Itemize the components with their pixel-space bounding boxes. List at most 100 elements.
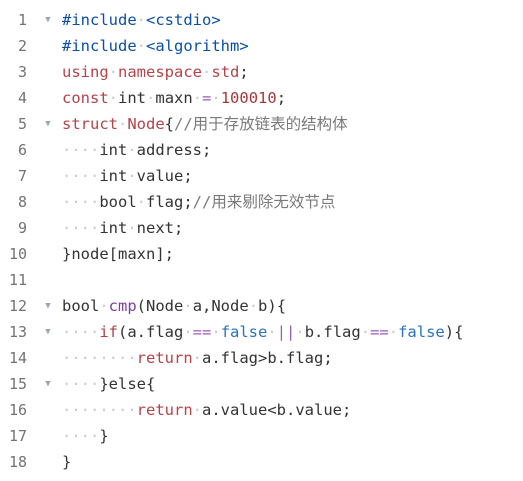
line-number: 14 (8, 349, 27, 367)
line-number: 6 (17, 141, 27, 159)
code-token: int (99, 167, 128, 185)
code-token: ){ (444, 323, 464, 341)
code-text: ····if(a.flag·==·false·||·b.flag·==·fals… (62, 319, 463, 345)
code-token: int (99, 219, 128, 237)
code-line[interactable]: 16 ········return·a.value<b.value; (0, 397, 523, 423)
code-token: a,Node (192, 297, 249, 315)
code-line[interactable]: 1▼#include·<cstdio> (0, 7, 523, 33)
whitespace-marker: ···· (62, 167, 100, 185)
code-token: value; (136, 167, 193, 185)
code-token: ; (276, 89, 287, 107)
code-line[interactable]: 14 ········return·a.flag>b.flag; (0, 345, 523, 371)
code-token: bool (62, 297, 100, 315)
code-text: ····int·value; (62, 163, 193, 189)
code-token: b.flag (304, 323, 361, 341)
whitespace-marker: ········ (62, 349, 137, 367)
code-text: }node[maxn]; (62, 241, 174, 267)
code-token: = (202, 89, 212, 107)
code-line[interactable]: 10 }node[maxn]; (0, 241, 523, 267)
code-token: == (370, 323, 389, 341)
line-number: 5 (17, 115, 27, 133)
line-number: 2 (17, 37, 27, 55)
code-line[interactable]: 9····int·next; (0, 215, 523, 241)
code-token: using (62, 63, 109, 81)
code-token: }else{ (99, 375, 156, 393)
code-token: }node[maxn]; (62, 245, 174, 263)
whitespace-marker: · (146, 89, 156, 107)
code-text: ····int·address; (62, 137, 211, 163)
code-token: == (192, 323, 212, 341)
code-token: a.flag>b.flag; (202, 349, 333, 367)
line-number: 18 (8, 453, 27, 471)
code-line[interactable]: 2 #include·<algorithm> (0, 33, 523, 59)
chevron-down-icon[interactable]: ▼ (45, 119, 51, 129)
code-text: ····} (62, 423, 109, 449)
whitespace-marker: · (127, 141, 137, 159)
code-token: return (136, 401, 193, 419)
code-text: ········return·a.flag>b.flag; (62, 345, 333, 371)
whitespace-marker: · (248, 297, 259, 315)
code-line[interactable]: 8····bool·flag;//用来剔除无效节点 (0, 189, 523, 215)
chevron-down-icon[interactable]: ▼ (45, 15, 51, 25)
code-token: || (276, 323, 296, 341)
whitespace-marker: ···· (62, 375, 100, 393)
code-line[interactable]: 6 ····int·address; (0, 137, 523, 163)
whitespace-marker: · (127, 219, 137, 237)
whitespace-marker: · (183, 323, 193, 341)
code-token: #include (62, 11, 137, 29)
chevron-down-icon[interactable]: ▼ (45, 327, 51, 337)
code-line[interactable]: 12▼bool·cmp(Node·a,Node·b){ (0, 293, 523, 319)
line-number: 13 (8, 323, 27, 341)
line-number: 17 (8, 427, 27, 445)
code-text: struct·Node{//用于存放链表的结构体 (62, 111, 348, 137)
whitespace-marker: · (360, 323, 371, 341)
code-token: cmp (108, 297, 137, 315)
code-line[interactable]: 7····int·value; (0, 163, 523, 189)
code-text: } (62, 449, 71, 475)
code-token: namespace (118, 63, 203, 81)
code-text: #include·<algorithm> (62, 33, 249, 59)
code-token: flag; (146, 193, 193, 211)
chevron-down-icon[interactable]: ▼ (45, 301, 51, 311)
line-number: 10 (8, 245, 27, 263)
code-line[interactable]: 13▼····if(a.flag·==·false·||·b.flag·==·f… (0, 319, 523, 345)
code-token: bool (99, 193, 137, 211)
code-token: int (99, 141, 128, 159)
line-number: 16 (8, 401, 27, 419)
whitespace-marker: ···· (62, 193, 100, 211)
whitespace-marker: · (136, 11, 146, 29)
code-token: (Node (136, 297, 184, 315)
code-token: false (398, 323, 445, 341)
line-number: 1 (17, 11, 27, 29)
code-text: const·int·maxn·=·100010; (62, 85, 286, 111)
whitespace-marker: · (136, 37, 146, 55)
code-token: if (99, 323, 118, 341)
whitespace-marker: · (211, 89, 221, 107)
code-token: 100010 (220, 89, 277, 107)
code-line[interactable]: 18} (0, 449, 523, 475)
line-number: 12 (8, 297, 27, 315)
chevron-down-icon[interactable]: ▼ (45, 379, 51, 389)
code-token: struct (62, 115, 118, 133)
code-token: ; (239, 63, 249, 81)
code-token: a.value<b.value; (202, 401, 352, 419)
code-token: next; (136, 219, 184, 237)
whitespace-marker: ········ (62, 401, 137, 419)
code-token: const (62, 89, 109, 107)
code-line[interactable]: 5 ▼ struct·Node{//用于存放链表的结构体 (0, 111, 523, 137)
code-token: Node (127, 115, 165, 133)
code-line[interactable]: 17 ····} (0, 423, 523, 449)
whitespace-marker: · (192, 349, 202, 367)
line-number: 8 (17, 193, 27, 211)
whitespace-marker: · (183, 297, 193, 315)
code-token: } (62, 453, 72, 471)
code-line[interactable]: 15▼····}else{ (0, 371, 523, 397)
code-line[interactable]: 11 (0, 267, 523, 293)
code-text: ········return·a.value<b.value; (62, 397, 351, 423)
code-text: bool·cmp(Node·a,Node·b){ (62, 293, 286, 319)
whitespace-marker: ···· (62, 323, 100, 341)
whitespace-marker: · (295, 323, 305, 341)
